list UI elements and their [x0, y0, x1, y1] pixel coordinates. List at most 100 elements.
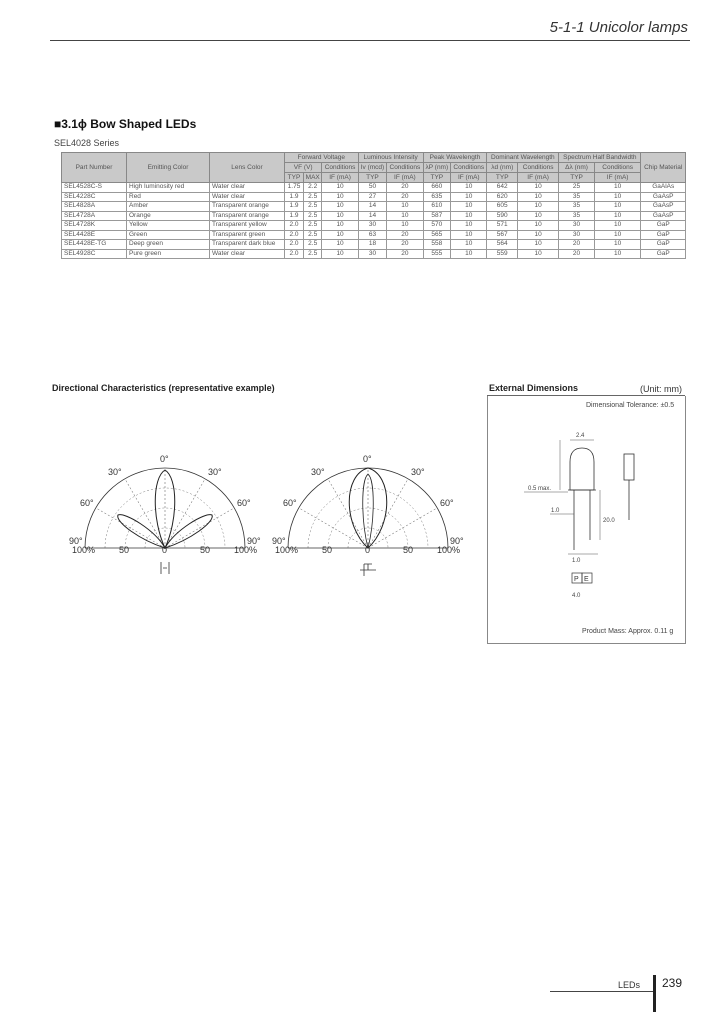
orientation-icon: [360, 563, 376, 576]
table-cell: Water clear: [209, 191, 285, 202]
table-cell: 27: [357, 191, 388, 202]
angle-label: 30°: [108, 467, 122, 477]
angle-label: 60°: [237, 498, 251, 508]
angle-label: 90°: [450, 536, 464, 546]
vf-typ: TYP: [284, 172, 304, 183]
table-cell: 1.75: [284, 182, 304, 193]
dim-label: 20.0: [603, 518, 615, 524]
table-cell: 2.0: [284, 248, 304, 259]
table-cell: 10: [517, 229, 560, 240]
table-cell: 642: [486, 182, 519, 193]
table-cell: 20: [558, 239, 595, 250]
directional-title: Directional Characteristics (representat…: [52, 383, 275, 393]
polar-radial: [95, 507, 166, 549]
table-cell: 10: [321, 239, 359, 250]
col-lens-color: Lens Color: [209, 152, 285, 183]
group-forward-voltage: Forward Voltage: [284, 152, 359, 163]
table-cell: 10: [517, 220, 560, 231]
col-emitting-color: Emitting Color: [126, 152, 210, 183]
percent-label: 0: [162, 545, 167, 555]
table-cell: Green: [126, 229, 210, 240]
pin-label-p: P: [574, 576, 579, 583]
dim-label: 0.5 max.: [528, 486, 551, 492]
polar-grid-arc: [104, 487, 226, 549]
dimensions-unit: (Unit: mm): [640, 384, 682, 394]
iv-typ: TYP: [357, 172, 388, 183]
table-cell: 620: [486, 191, 519, 202]
directional-diagrams: 0° 30° 30° 60° 60° 90° 90° 100% 50 0 50 …: [69, 454, 464, 576]
table-cell: 2.0: [284, 229, 304, 240]
table-cell: Transparent orange: [209, 210, 285, 221]
polar-outer-arc: [84, 467, 246, 549]
angle-label: 60°: [80, 498, 94, 508]
dim-label: 2.4: [576, 433, 585, 439]
table-cell: 2.5: [302, 239, 323, 250]
table-cell: Transparent yellow: [209, 220, 285, 231]
table-cell: 10: [517, 182, 560, 193]
angle-label: 90°: [69, 536, 83, 546]
polar-grid-arc: [124, 507, 206, 549]
table-cell: 10: [321, 191, 359, 202]
table-cell: 10: [321, 248, 359, 259]
table-cell: SEL4928C: [61, 248, 127, 259]
table-cell: SEL4228C: [61, 191, 127, 202]
pin-marker-e: [581, 572, 593, 584]
table-cell: 20: [558, 248, 595, 259]
table-cell: 10: [593, 182, 642, 193]
angle-label: 30°: [411, 467, 425, 477]
table-cell: 10: [517, 248, 560, 259]
table-cell: 1.9: [284, 191, 304, 202]
lp-typ: TYP: [422, 172, 452, 183]
spec-table: Part Number Emitting Color Lens Color Fo…: [61, 152, 686, 259]
table-cell: 2.5: [302, 220, 323, 231]
ld-if: IF (mA): [517, 172, 560, 183]
table-cell: 20: [386, 182, 424, 193]
iv-symbol-unit: Iv (mcd): [357, 162, 388, 173]
table-cell: 2.0: [284, 239, 304, 250]
ld-symbol: λd: [491, 163, 499, 171]
lp-if: IF (mA): [450, 172, 488, 183]
percent-label: 0: [365, 545, 370, 555]
pin-label-e: E: [584, 576, 589, 583]
intensity-lobe: [117, 514, 167, 549]
intensity-lobe: [163, 514, 213, 549]
table-cell: 10: [386, 201, 424, 212]
table-cell: 610: [422, 201, 452, 212]
intensity-lobe: [348, 467, 388, 549]
table-cell: 570: [422, 220, 452, 231]
table-cell: 10: [517, 210, 560, 221]
section-title: ■3.1ϕ Bow Shaped LEDs: [54, 117, 197, 131]
table-cell: 571: [486, 220, 519, 231]
table-cell: 10: [386, 210, 424, 221]
table-cell: 20: [386, 229, 424, 240]
table-cell: 30: [558, 229, 595, 240]
group-peak-wavelength: Peak Wavelength: [422, 152, 488, 163]
col-chip-material: Chip Material: [640, 152, 686, 183]
group-half-bandwidth: Spectrum Half Bandwidth: [558, 152, 642, 163]
polar-radial: [298, 507, 369, 549]
intensity-lobe: [362, 473, 374, 549]
vf-conditions: Conditions: [321, 162, 359, 173]
dl-if: IF (mA): [593, 172, 642, 183]
table-cell: 1.9: [284, 201, 304, 212]
dl-typ: TYP: [558, 172, 595, 183]
polar-radial: [367, 507, 438, 549]
table-cell: 10: [593, 248, 642, 259]
polar-radial: [367, 478, 409, 549]
polar-grid-arc: [327, 507, 409, 549]
table-cell: 20: [386, 191, 424, 202]
table-cell: Orange: [126, 210, 210, 221]
table-cell: 10: [593, 239, 642, 250]
angle-label: 30°: [311, 467, 325, 477]
table-cell: 35: [558, 191, 595, 202]
polar-radial: [124, 478, 166, 549]
iv-symbol: Iv: [360, 163, 366, 171]
lp-symbol: λP: [425, 163, 433, 171]
table-cell: 10: [321, 182, 359, 193]
percent-label: 50: [200, 545, 210, 555]
angle-label: 0°: [363, 454, 372, 464]
table-cell: 14: [357, 201, 388, 212]
